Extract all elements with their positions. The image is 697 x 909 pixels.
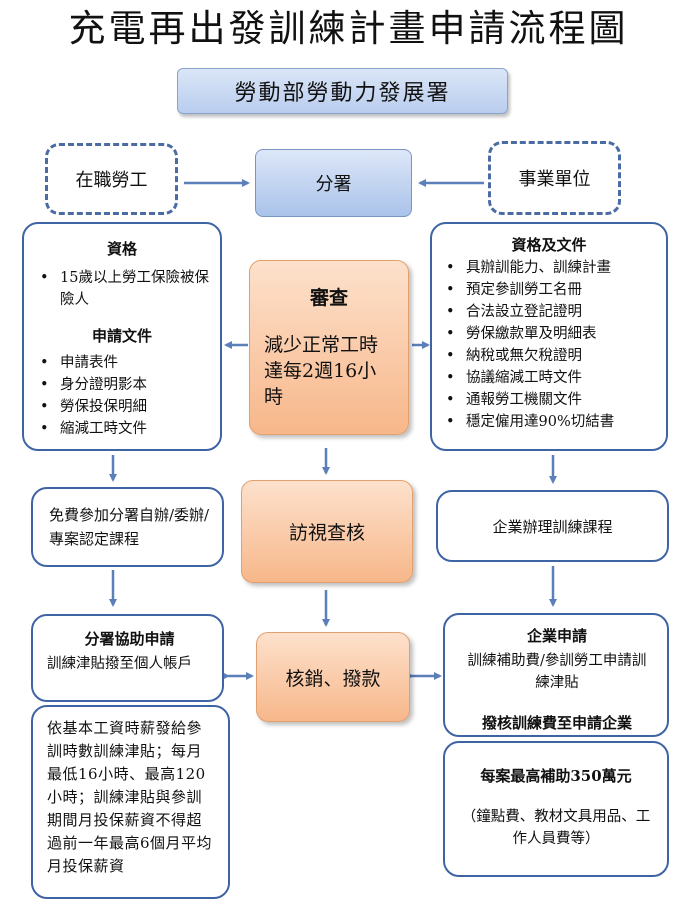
worker-qualification-box: 資格 15歲以上勞工保險被保險人 申請文件 申請表件 身分證明影本 勞保投保明細…	[22, 222, 222, 451]
review-title: 審查	[309, 287, 348, 309]
subsidy-note-box: 每案最高補助350萬元 （鐘點費、教材文具用品、工作人員費等）	[443, 741, 669, 877]
list-item: 身分證明影本	[34, 374, 210, 396]
employer-apply-box: 企業申請 訓練補助費/參訓勞工申請訓練津貼 撥核訓練費至申請企業	[443, 613, 669, 737]
list-item: 具辦訓能力、訓練計畫	[440, 257, 658, 279]
list-item: 穩定僱用達90%切結書	[440, 411, 658, 433]
list-item: 縮減工時文件	[34, 418, 210, 440]
branch-assist-box: 分署協助申請 訓練津貼撥至個人帳戶	[31, 614, 224, 702]
employer-apply-footer: 撥核訓練費至申請企業	[481, 714, 632, 732]
visit-box: 訪視查核	[241, 480, 413, 583]
worker-course-box: 免費參加分署自辦/委辦/專案認定課程	[31, 487, 224, 567]
branch-assist-body: 訓練津貼撥至個人帳戶	[47, 656, 192, 672]
documents-heading: 申請文件	[91, 327, 152, 345]
list-item: 通報勞工機關文件	[440, 389, 658, 411]
branch-box: 分署	[255, 149, 412, 217]
qualification-list: 15歲以上勞工保險被保險人	[34, 267, 210, 311]
employer-apply-body: 訓練補助費/參訓勞工申請訓練津貼	[467, 653, 647, 691]
subsidy-note-title: 每案最高補助350萬元	[480, 767, 632, 785]
employer-qualification-box: 資格及文件 具辦訓能力、訓練計畫 預定參訓勞工名冊 合法設立登記證明 勞保繳款單…	[430, 222, 668, 451]
review-box: 審查 減少正常工時達每2週16小時	[249, 260, 409, 435]
employer-box: 事業單位	[488, 141, 621, 215]
documents-list: 申請表件 身分證明影本 勞保投保明細 縮減工時文件	[34, 352, 210, 440]
list-item: 協議縮減工時文件	[440, 367, 658, 389]
list-item: 合法設立登記證明	[440, 301, 658, 323]
list-item: 勞保繳款單及明細表	[440, 323, 658, 345]
settle-box: 核銷、撥款	[256, 632, 410, 722]
allowance-note-box: 依基本工資時薪發給參訓時數訓練津貼；每月最低16小時、最高120小時；訓練津貼與…	[31, 705, 230, 899]
list-item: 納稅或無欠稅證明	[440, 345, 658, 367]
subsidy-note-body: （鐘點費、教材文具用品、工作人員費等）	[461, 809, 651, 847]
qualification-item: 15歲以上勞工保險被保險人	[34, 267, 210, 311]
employer-course-box: 企業辦理訓練課程	[436, 490, 669, 562]
list-item: 預定參訓勞工名冊	[440, 279, 658, 301]
list-item: 申請表件	[34, 352, 210, 374]
qualification-heading: 資格	[106, 240, 137, 258]
review-body: 減少正常工時達每2週16小時	[264, 334, 379, 408]
employer-documents-list: 具辦訓能力、訓練計畫 預定參訓勞工名冊 合法設立登記證明 勞保繳款單及明細表 納…	[440, 257, 658, 433]
employer-apply-title: 企業申請	[526, 627, 587, 645]
page-title: 充電再出發訓練計畫申請流程圖	[68, 7, 629, 50]
agency-box: 勞動部勞動力發展署	[177, 68, 508, 114]
worker-box: 在職勞工	[45, 143, 178, 215]
list-item: 勞保投保明細	[34, 396, 210, 418]
branch-assist-title: 分署協助申請	[84, 630, 175, 648]
employer-documents-heading: 資格及文件	[511, 236, 587, 254]
